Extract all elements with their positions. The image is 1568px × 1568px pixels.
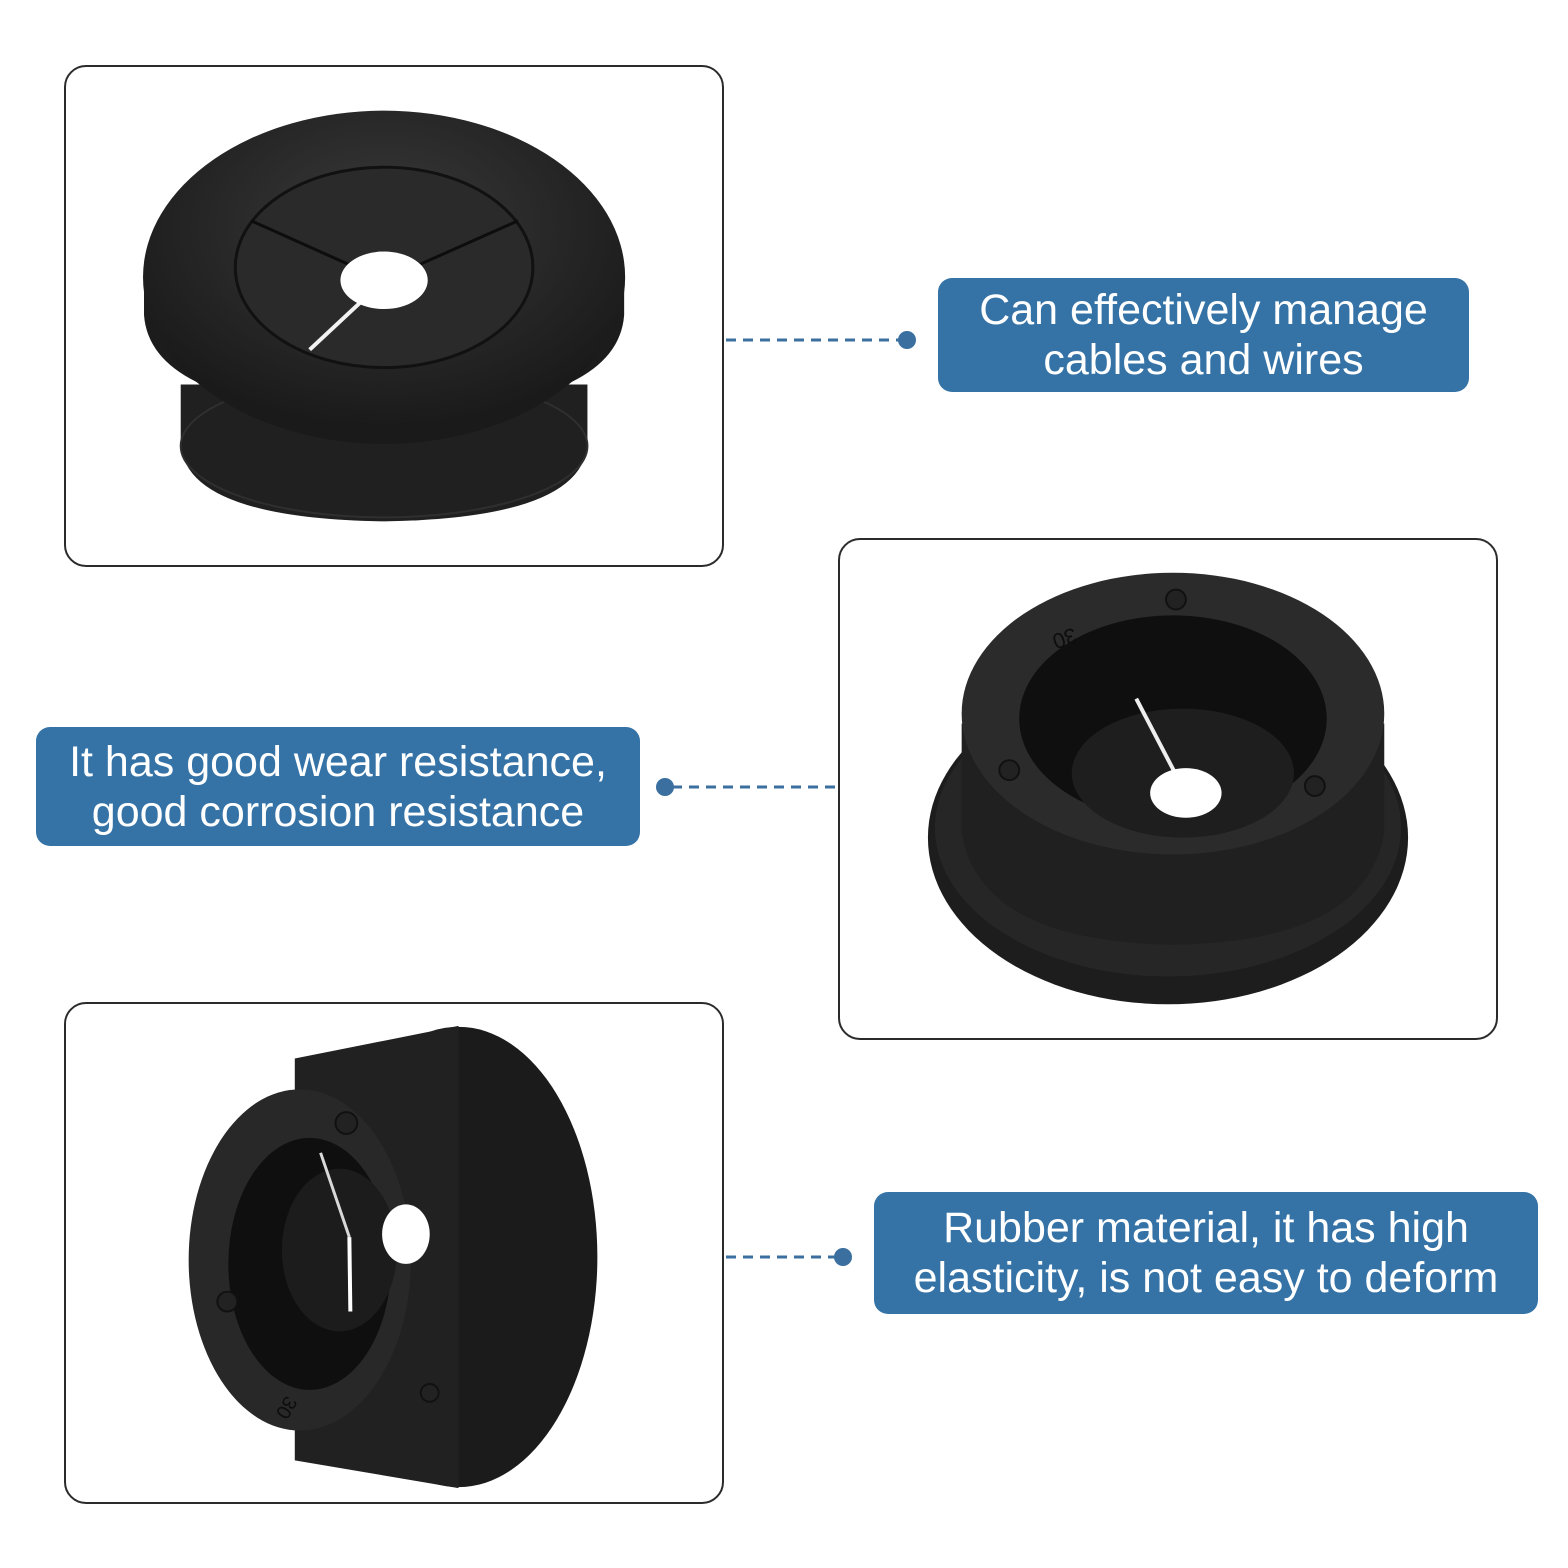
rubber-grommet-side-view-icon: 30 bbox=[188, 1025, 598, 1489]
rubber-grommet-top-view-icon bbox=[143, 110, 626, 522]
feature-text-line: Rubber material, it has high bbox=[943, 1204, 1469, 1252]
product-image-panel-bottom: 30 bbox=[64, 1002, 724, 1504]
connector-2 bbox=[656, 778, 838, 796]
feature-text-line: good corrosion resistance bbox=[91, 787, 585, 836]
rubber-grommet-angled-view-icon: 30 bbox=[927, 572, 1409, 1005]
feature-text-line: cables and wires bbox=[1043, 336, 1364, 384]
feature-text-line: Can effectively manage bbox=[979, 286, 1428, 334]
connector-1 bbox=[726, 331, 916, 349]
feature-callout-resistance: It has good wear resistance, good corros… bbox=[36, 727, 640, 846]
connector-3 bbox=[726, 1248, 852, 1266]
feature-callout-cable-management: Can effectively manage cables and wires bbox=[938, 278, 1469, 392]
product-image-panel-middle: 30 bbox=[838, 538, 1498, 1040]
feature-text-line: It has good wear resistance, bbox=[69, 737, 607, 786]
feature-callout-material: Rubber material, it has high elasticity,… bbox=[874, 1192, 1538, 1314]
product-image-panel-top bbox=[64, 65, 724, 567]
feature-text-line: elasticity, is not easy to deform bbox=[913, 1254, 1499, 1302]
